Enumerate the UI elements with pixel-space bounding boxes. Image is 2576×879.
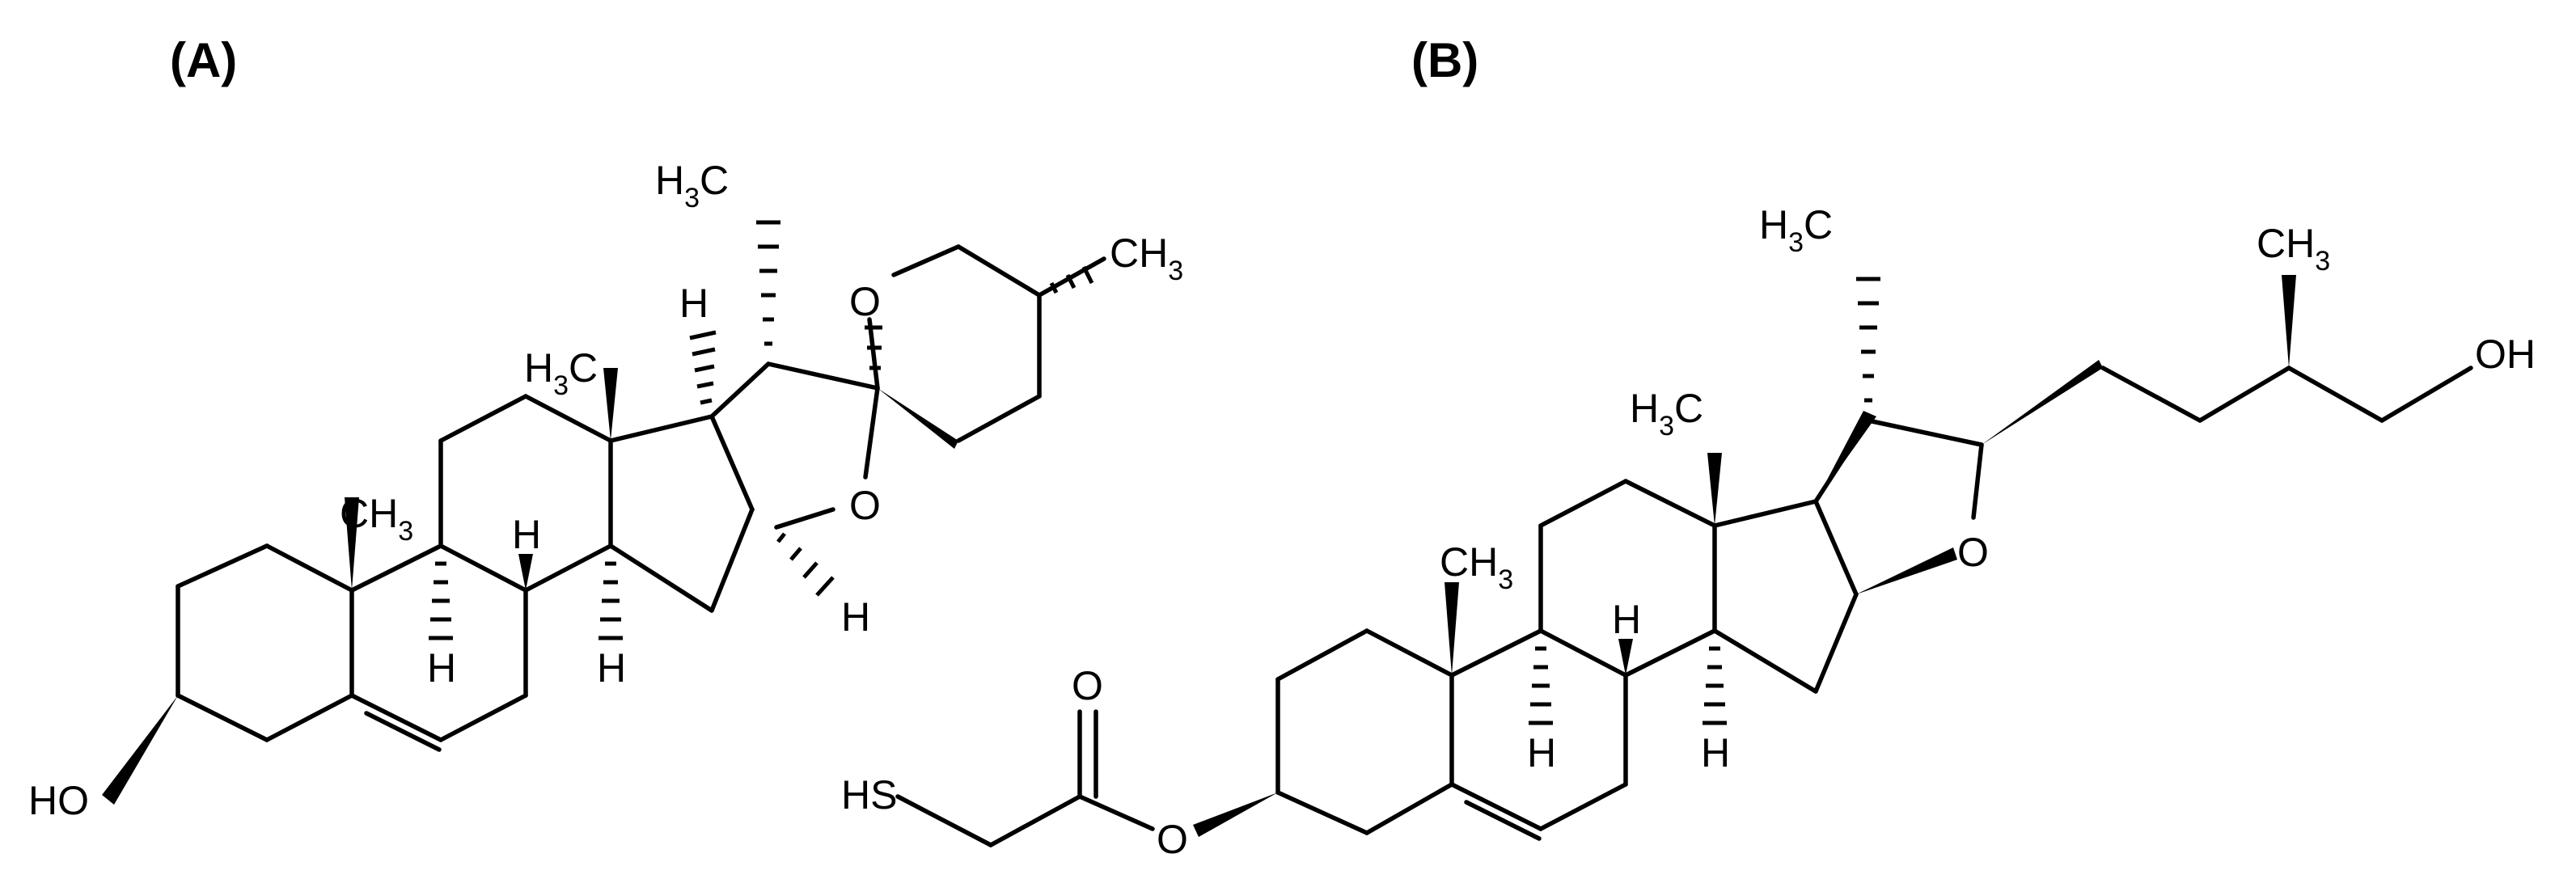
- c9-hydrogen-label: H: [427, 645, 456, 691]
- b-c8-hydrogen-label: H: [1612, 597, 1641, 642]
- c20-methyl-label: H3C: [655, 158, 729, 213]
- b-c20-methyl-label: H3C: [1759, 202, 1833, 258]
- c17-hydrogen-label: H: [679, 281, 709, 326]
- hash-c17-h: [689, 330, 717, 405]
- panel-a-stereo-bonds: [102, 220, 1094, 805]
- b-c9-hydrogen-label: H: [1527, 730, 1556, 775]
- furan-oxygen-label-b: O: [1957, 530, 1989, 575]
- panel-b-stereo-bonds: [1193, 275, 2296, 837]
- hash-b-c20-methyl: [1856, 277, 1880, 403]
- c16-hydrogen-label: H: [841, 594, 870, 640]
- panel-b-label: (B): [1411, 33, 1478, 87]
- hash-b-c14-h: [1703, 646, 1727, 725]
- c8-hydrogen-label: H: [512, 512, 541, 557]
- c13-methyl-label: H3C: [524, 345, 598, 401]
- hash-c20-methyl: [756, 220, 780, 346]
- b-c13-methyl-label: H3C: [1630, 386, 1703, 442]
- panel-b-atom-labels: HS O O O OH CH3 H3C H3C CH3 H H H: [841, 202, 2536, 862]
- hash-c22-o: [865, 325, 882, 370]
- thiol-label: HS: [841, 772, 897, 818]
- b-c14-hydrogen-label: H: [1701, 730, 1730, 775]
- hydroxyl-label-b: OH: [2475, 332, 2536, 377]
- c14-hydrogen-label: H: [597, 645, 626, 691]
- carbonyl-oxygen-label: O: [1072, 663, 1103, 708]
- b-c25-methyl-label: CH3: [2257, 221, 2330, 277]
- furan-oxygen-label: O: [849, 483, 881, 528]
- panel-a: (A): [28, 33, 1183, 823]
- c10-methyl-label: CH3: [340, 491, 413, 547]
- hash-c14-h: [599, 561, 623, 640]
- b-c10-methyl-label: CH3: [1440, 539, 1513, 595]
- hash-b-c9-h: [1529, 646, 1553, 725]
- panel-a-atom-labels: HO O O CH3 H3C H3C CH3 H H H H H: [28, 158, 1183, 823]
- c25-methyl-label: CH3: [1110, 230, 1183, 286]
- hash-c25-methyl: [1049, 265, 1094, 294]
- hydroxyl-label: HO: [28, 778, 89, 823]
- pyran-oxygen-label: O: [849, 279, 881, 324]
- panel-b: (B): [841, 33, 2536, 862]
- panel-a-bonds: [176, 244, 1106, 752]
- hash-c16-h: [776, 532, 835, 597]
- panel-a-label: (A): [170, 33, 237, 87]
- hash-c9-h: [429, 561, 453, 640]
- ester-oxygen-label: O: [1157, 817, 1188, 862]
- panel-b-bonds: [895, 366, 2473, 847]
